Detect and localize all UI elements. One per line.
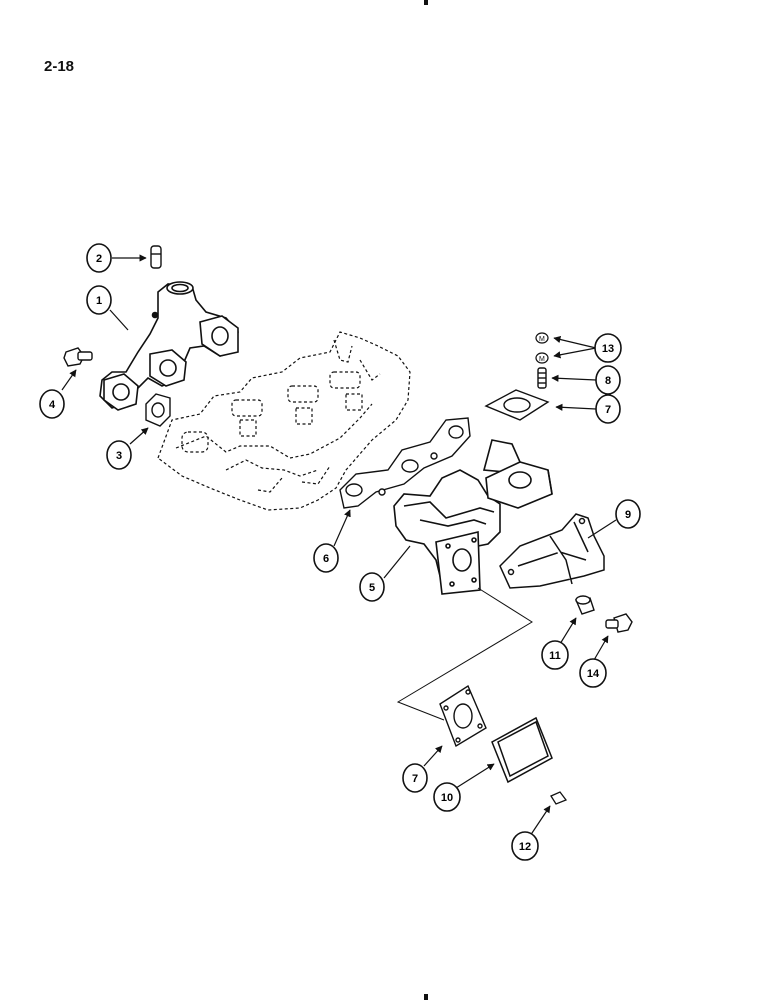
- intake-manifold-part-5: [393, 439, 553, 595]
- callout-9-label: 9: [625, 509, 631, 521]
- cover-plate-part-10: [491, 716, 553, 784]
- gasket-part-7-lower: [439, 684, 487, 748]
- phantom-lines: [396, 587, 533, 721]
- plug-part-2: [150, 245, 162, 269]
- callout-8-label: 8: [605, 375, 611, 387]
- gasket-part-3: [145, 393, 171, 427]
- scan-edge-mark-bottom: [424, 994, 428, 1000]
- callout-1-label: 1: [96, 295, 102, 307]
- callout-13-label: 13: [602, 343, 614, 355]
- page-number: 2-18: [44, 58, 75, 75]
- scan-edge-mark: [424, 0, 428, 5]
- cylinder-head-outline: [157, 331, 411, 511]
- callout-7-lower-label: 7: [412, 773, 418, 785]
- callout-3-label: 3: [116, 450, 122, 462]
- callout-2-label: 2: [96, 253, 102, 265]
- callout-10-label: 10: [441, 792, 453, 804]
- callout-10: 10: [433, 782, 461, 812]
- bolt-part-14: [605, 613, 633, 633]
- callout-8: 8: [595, 365, 621, 395]
- manifold-gasket-part-6: [339, 417, 471, 509]
- callout-14: 14: [579, 658, 607, 688]
- callout-1: 1: [86, 285, 112, 315]
- callout-2: 2: [86, 243, 112, 273]
- spacer-part-11: [574, 595, 595, 615]
- svg-text:M: M: [539, 336, 545, 343]
- callout-3: 3: [106, 440, 132, 470]
- gasket-part-7-upper: [484, 389, 550, 421]
- callout-5-label: 5: [369, 582, 375, 594]
- leader-lines: [61, 254, 617, 837]
- stud-part-8: [537, 367, 547, 389]
- callout-7-upper-label: 7: [605, 404, 611, 416]
- callout-6-label: 6: [323, 553, 329, 565]
- callout-7-upper: 7: [595, 394, 621, 424]
- callout-9: 9: [615, 499, 641, 529]
- callout-14-label: 14: [587, 668, 600, 680]
- callout-4-label: 4: [49, 399, 56, 411]
- callout-11-label: 11: [549, 650, 561, 662]
- callout-11: 11: [541, 640, 569, 670]
- callout-12-label: 12: [519, 841, 531, 853]
- callout-4: 4: [39, 389, 65, 419]
- svg-text:M: M: [539, 356, 545, 363]
- callout-13: 13: [594, 333, 622, 363]
- screw-part-12: [550, 791, 568, 805]
- callout-6: 6: [313, 543, 339, 573]
- water-manifold-part-1: [99, 281, 239, 411]
- callout-7-lower: 7: [402, 763, 428, 793]
- bolt-part-4: [63, 347, 93, 367]
- bracket-part-9: [499, 513, 605, 589]
- callout-12: 12: [511, 831, 539, 861]
- nut-part-13: M M: [535, 332, 549, 364]
- callout-5: 5: [359, 572, 385, 602]
